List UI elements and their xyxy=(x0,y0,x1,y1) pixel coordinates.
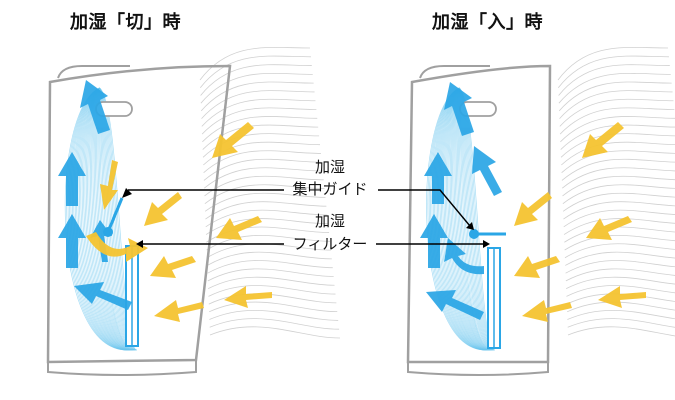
title-humidify-on: 加湿「入」時 xyxy=(432,12,543,33)
humidify-guide xyxy=(469,229,506,239)
outside-air-lines xyxy=(557,46,675,337)
humidify-filter xyxy=(125,245,139,347)
handle-top xyxy=(57,65,130,79)
intake-arrow xyxy=(514,122,646,322)
leader-arrowheads xyxy=(122,188,490,248)
leader-lines xyxy=(128,189,484,245)
base-foot xyxy=(407,362,549,376)
handle-top xyxy=(419,65,490,79)
humidify-filter xyxy=(487,247,501,349)
intake-arrow xyxy=(86,122,272,322)
filter-label-line2: フィルター xyxy=(292,235,368,253)
guide-label-line1: 加湿 xyxy=(314,158,345,176)
base-foot xyxy=(47,360,197,376)
purifier-humidify-on xyxy=(406,46,675,376)
guide-label-line2: 集中ガイド xyxy=(292,180,368,198)
airflow-arrow xyxy=(58,80,132,310)
filter-label-line1: 加湿 xyxy=(314,212,345,230)
purifier-humidify-off xyxy=(46,46,341,376)
purifier-body-outline xyxy=(406,64,552,364)
airflow-arrow xyxy=(420,82,502,320)
title-humidify-off: 加湿「切」時 xyxy=(70,12,181,33)
purifier-body-outline xyxy=(46,64,232,364)
